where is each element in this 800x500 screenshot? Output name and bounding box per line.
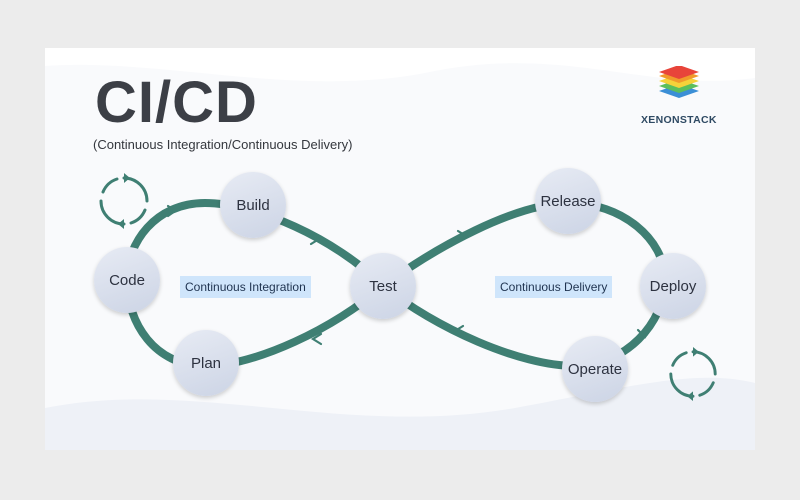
chevron-arrow-icon (310, 332, 323, 346)
stage-release: Release (535, 168, 601, 234)
brand-name: XENONSTACK (641, 114, 717, 126)
stage-deploy: Deploy (640, 253, 706, 319)
xenonstack-logo (659, 66, 699, 98)
page-subtitle: (Continuous Integration/Continuous Deliv… (93, 137, 353, 152)
stage-build: Build (220, 172, 286, 238)
stage-test: Test (350, 253, 416, 319)
diagram-card: CI/CD (Continuous Integration/Continuous… (45, 48, 755, 450)
refresh-cycle-icon (99, 173, 149, 229)
chevron-arrow-icon (452, 324, 465, 338)
stage-code: Code (94, 247, 160, 313)
stage-operate: Operate (562, 336, 628, 402)
refresh-cycle-icon (669, 346, 717, 402)
stage-plan: Plan (173, 330, 239, 396)
continuous-integration-label: Continuous Integration (180, 276, 311, 298)
chevron-arrow-icon (636, 328, 652, 339)
chevron-arrow-icon (166, 204, 177, 218)
page-title: CI/CD (95, 70, 258, 135)
direction-arrows (166, 204, 652, 346)
chevron-arrow-icon (309, 232, 322, 246)
chevron-arrow-icon (456, 229, 469, 243)
continuous-delivery-label: Continuous Delivery (495, 276, 613, 298)
